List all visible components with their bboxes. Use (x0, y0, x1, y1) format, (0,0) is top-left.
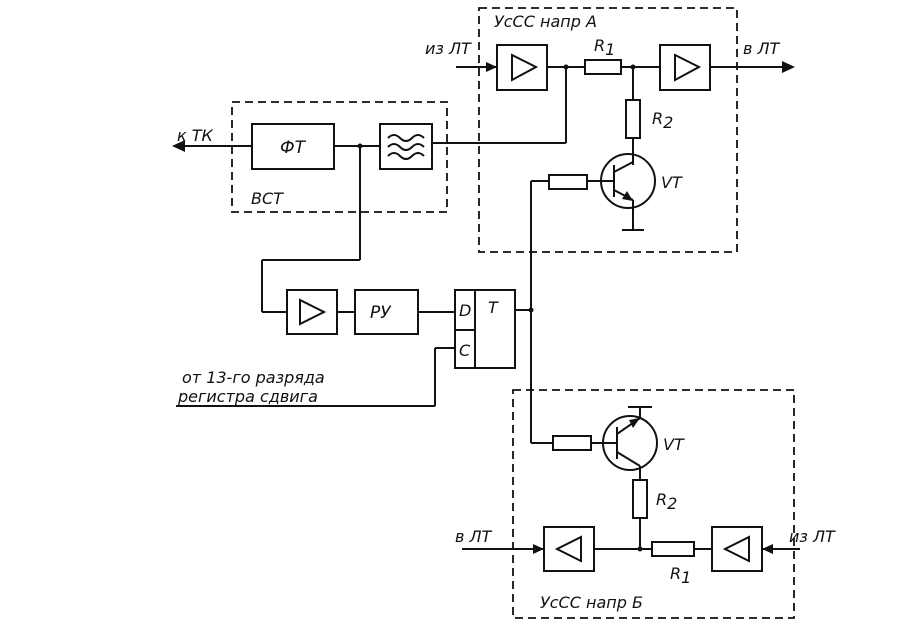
ft-label: ФТ (280, 138, 307, 158)
ru-block (354, 289, 419, 335)
arrow-icon (762, 544, 773, 554)
transistor-vt-b (602, 406, 658, 480)
amplifier-a-output (659, 44, 711, 91)
resistor-r1-b (651, 541, 695, 557)
resistor-r2-a (625, 99, 641, 139)
ft-block (251, 123, 335, 170)
from-lt-top-label: из ЛТ (425, 39, 472, 58)
vst-label: ВСТ (251, 189, 284, 208)
arrow-icon (533, 544, 544, 554)
filter-block (379, 123, 433, 170)
resistor-base-b (552, 435, 592, 451)
amplifier-b-input (711, 526, 763, 572)
r2-a-label: R2 (652, 109, 673, 132)
trigger-d-label: D (459, 301, 471, 320)
to-lt-top-label: в ЛТ (743, 39, 781, 58)
arrow-icon (782, 61, 795, 73)
uscc-b-boundary (512, 389, 795, 619)
uscc-b-label: УсСС напр Б (540, 593, 643, 612)
to-tk-label: к ТК (177, 126, 214, 145)
from-lt-bottom-label: из ЛТ (789, 527, 836, 546)
to-lt-bottom-label: в ЛТ (455, 527, 493, 546)
vst-boundary (231, 101, 448, 213)
r1-a-label: R1 (594, 36, 615, 59)
ru-label: РУ (370, 303, 392, 323)
resistor-r1-a (584, 59, 622, 75)
resistor-r2-b (632, 479, 648, 519)
r1-b-label: R1 (670, 564, 691, 587)
resistor-base-a (548, 174, 588, 190)
uscc-a-label: УсСС напр А (494, 12, 597, 31)
amplifier-a-input (496, 44, 548, 91)
r2-b-label: R2 (656, 490, 677, 513)
arrow-icon (172, 140, 185, 152)
uscc-a-boundary (478, 7, 738, 253)
shift-register-label-2: регистра сдвига (177, 387, 318, 406)
vt-a-label: VT (661, 173, 683, 192)
amplifier-b-output (543, 526, 595, 572)
trigger-block (454, 289, 516, 369)
vt-b-label: VT (663, 435, 685, 454)
transistor-vt-a (589, 153, 656, 231)
shift-register-label-1: от 13-го разряда (182, 368, 325, 387)
amplifier-middle (286, 289, 338, 335)
trigger-t-label: T (488, 298, 499, 317)
trigger-c-label: C (459, 341, 471, 360)
arrow-icon (486, 62, 497, 72)
